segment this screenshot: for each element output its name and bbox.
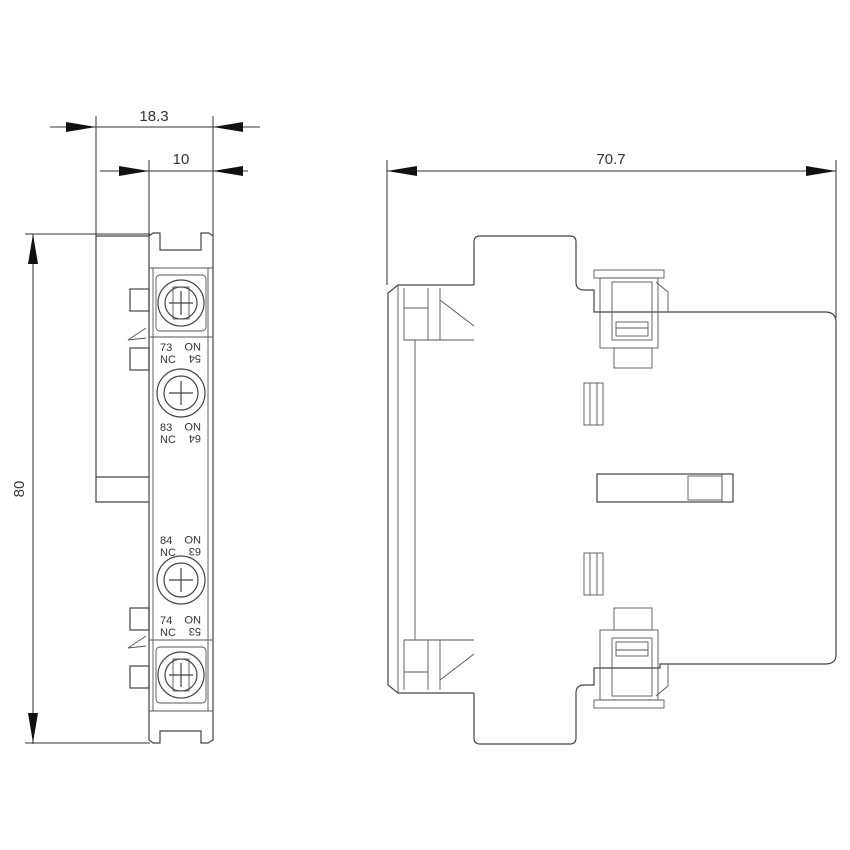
terminal-nc-2: NC	[160, 434, 176, 446]
terminal-54: 54	[189, 352, 201, 364]
terminal-no-1: NO	[184, 340, 201, 352]
dim-label-80: 80	[11, 481, 28, 498]
dimension-depth: 70.7	[386, 151, 837, 318]
dimension-height: 80	[11, 233, 150, 744]
terminal-84: 84	[160, 535, 172, 547]
terminal-nc-3: NC	[160, 547, 176, 559]
screw-terminal-3	[156, 555, 206, 605]
terminal-83: 83	[160, 422, 172, 434]
terminal-no-3: NO	[184, 533, 201, 545]
screw-terminal-2	[156, 368, 206, 418]
terminal-nc-4: NC	[160, 627, 176, 639]
dimension-width-inner: 10	[100, 151, 248, 236]
terminal-53: 53	[189, 625, 201, 637]
dim-label-18-3: 18.3	[139, 108, 168, 125]
dim-label-10: 10	[173, 151, 190, 168]
terminal-64: 64	[189, 432, 201, 444]
terminal-63: 63	[189, 545, 201, 557]
terminal-73: 73	[160, 342, 172, 354]
side-view-body	[387, 235, 837, 745]
terminal-no-4: NO	[184, 613, 201, 625]
dimension-width-overall: 18.3	[50, 108, 260, 236]
terminal-nc-1: NC	[160, 354, 176, 366]
front-view-body	[95, 232, 214, 744]
dim-label-70-7: 70.7	[596, 151, 625, 168]
terminal-labels: 73 NC NO 54 83 NC NO 64 84 NC NO 63 74 N…	[160, 340, 201, 639]
terminal-no-2: NO	[184, 420, 201, 432]
terminal-74: 74	[160, 615, 172, 627]
screw-terminal-4	[155, 646, 207, 704]
screw-terminal-1	[155, 274, 207, 332]
